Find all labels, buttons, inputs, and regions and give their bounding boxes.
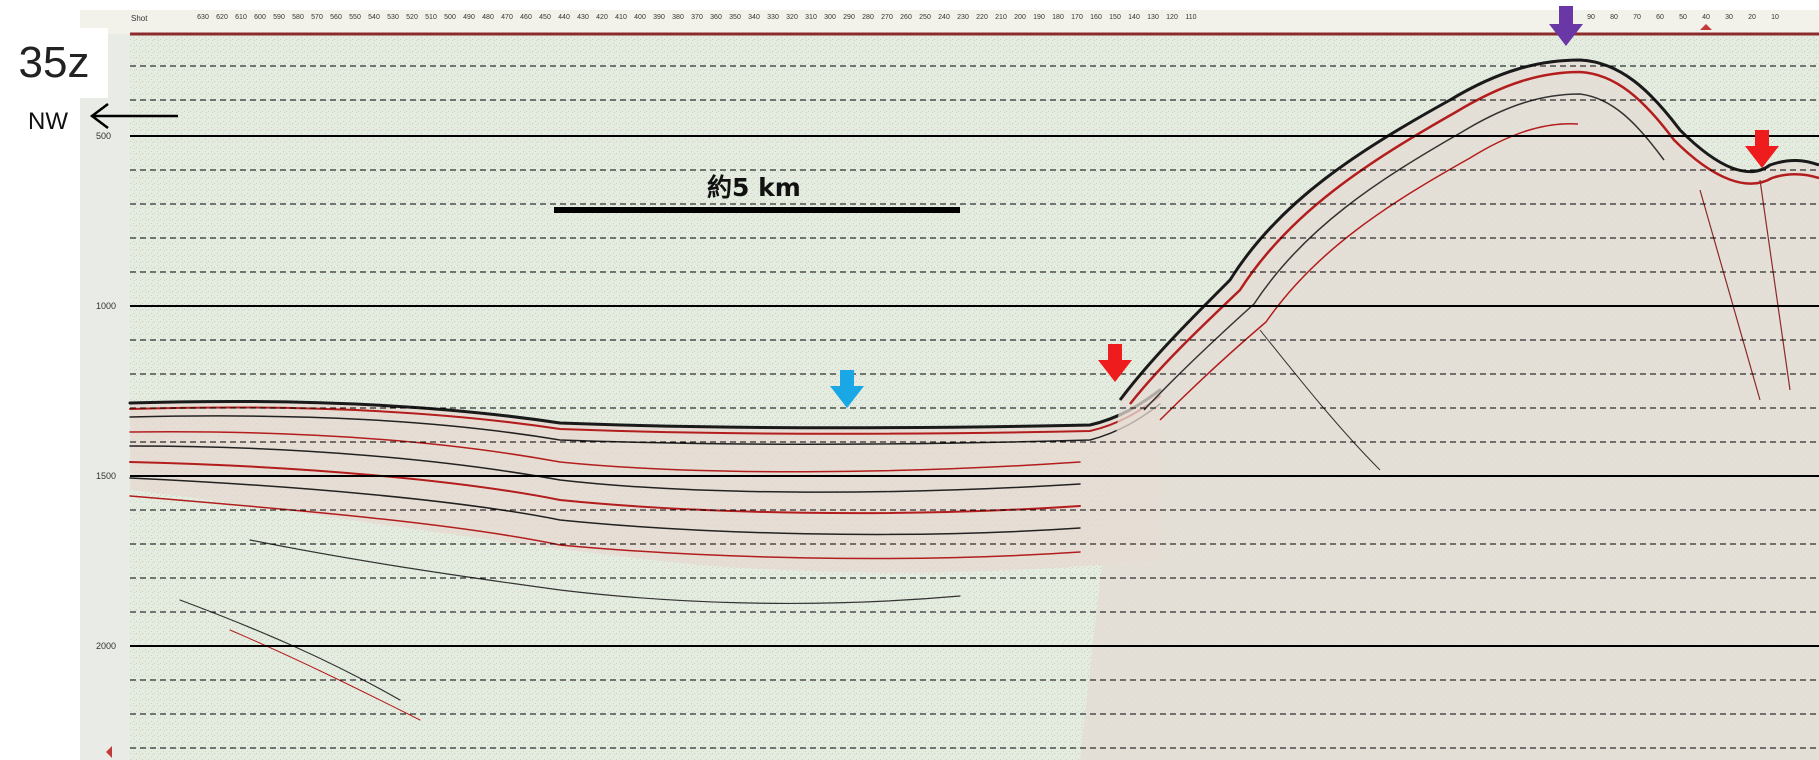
shot-tick: 120	[1166, 14, 1178, 21]
scale-bar	[554, 207, 960, 213]
nw-arrow-icon	[89, 103, 178, 129]
shot-tick: 340	[748, 14, 760, 21]
blue-arrow-icon	[830, 370, 864, 408]
shot-tick: 140	[1128, 14, 1140, 21]
shot-tick: 410	[615, 14, 627, 21]
shot-tick: 500	[444, 14, 456, 21]
depth-label: 2000	[96, 641, 117, 651]
shot-tick: 170	[1071, 14, 1083, 21]
shot-tick: 580	[292, 14, 304, 21]
depth-axis-gutter	[80, 10, 130, 760]
shot-tick: 520	[406, 14, 418, 21]
shot-tick: 130	[1147, 14, 1159, 21]
shot-tick: 420	[596, 14, 608, 21]
shot-tick: 250	[919, 14, 931, 21]
shot-tick: 240	[938, 14, 950, 21]
shot-tick: 50	[1679, 14, 1687, 21]
shot-tick: 40	[1702, 14, 1710, 21]
red-arrow-left-icon	[1098, 344, 1132, 382]
depth-label: 1000	[96, 301, 117, 311]
shot-tick: 70	[1633, 14, 1641, 21]
shot-tick: 30	[1725, 14, 1733, 21]
shot-tick: 450	[539, 14, 551, 21]
corner-marker-icon	[106, 746, 112, 758]
shot-tick: 550	[349, 14, 361, 21]
shot-tick: 270	[881, 14, 893, 21]
shot-tick: 540	[368, 14, 380, 21]
shot-tick: 360	[710, 14, 722, 21]
depth-grid	[130, 65, 1819, 749]
shot-tick: 620	[216, 14, 228, 21]
shot-tick: 390	[653, 14, 665, 21]
shot-tick: 200	[1014, 14, 1026, 21]
shot-tick: 220	[976, 14, 988, 21]
shot-tick: 80	[1610, 14, 1618, 21]
shot-tick: 530	[387, 14, 399, 21]
shot-tick: 20	[1748, 14, 1756, 21]
shot-tick: 90	[1587, 14, 1595, 21]
shot-tick: 460	[520, 14, 532, 21]
shot-tick: 610	[235, 14, 247, 21]
header-marker-icon	[1700, 24, 1712, 30]
direction-label: NW	[28, 108, 68, 135]
shot-tick: 490	[463, 14, 475, 21]
shot-tick: 570	[311, 14, 323, 21]
shot-tick: 560	[330, 14, 342, 21]
line-id-label: 35z	[0, 28, 108, 98]
shot-tick: 350	[729, 14, 741, 21]
seamount	[1080, 58, 1819, 760]
shot-tick: 190	[1033, 14, 1045, 21]
shot-tick: 290	[843, 14, 855, 21]
shot-tick: 590	[273, 14, 285, 21]
shot-tick: 60	[1656, 14, 1664, 21]
shot-tick: 430	[577, 14, 589, 21]
shot-tick: 230	[957, 14, 969, 21]
shot-tick: 480	[482, 14, 494, 21]
shot-tick: 320	[786, 14, 798, 21]
shot-tick: 10	[1771, 14, 1779, 21]
shot-tick: 160	[1090, 14, 1102, 21]
shot-tick: 210	[995, 14, 1007, 21]
shot-tick: 310	[805, 14, 817, 21]
shot-tick: 630	[197, 14, 209, 21]
shot-tick: 110	[1185, 14, 1197, 21]
shot-tick: 150	[1109, 14, 1121, 21]
shot-tick: 400	[634, 14, 646, 21]
shot-tick: 280	[862, 14, 874, 21]
shot-tick: 370	[691, 14, 703, 21]
depth-label: 500	[96, 131, 112, 141]
shot-tick: 600	[254, 14, 266, 21]
purple-arrow-icon	[1549, 6, 1583, 46]
basin-sediments	[130, 390, 1160, 573]
depth-label: 1500	[96, 471, 117, 481]
shot-header-strip	[80, 10, 1819, 34]
shot-tick: 300	[824, 14, 836, 21]
shot-tick: 330	[767, 14, 779, 21]
shot-tick: 260	[900, 14, 912, 21]
shot-tick: 180	[1052, 14, 1064, 21]
scale-bar-label: 約5 km	[707, 173, 801, 202]
shot-tick: 440	[558, 14, 570, 21]
shot-tick: 510	[425, 14, 437, 21]
shot-tick: 470	[501, 14, 513, 21]
red-arrow-right-icon	[1745, 130, 1779, 168]
shot-axis-label: Shot	[131, 14, 148, 23]
shot-tick: 380	[672, 14, 684, 21]
